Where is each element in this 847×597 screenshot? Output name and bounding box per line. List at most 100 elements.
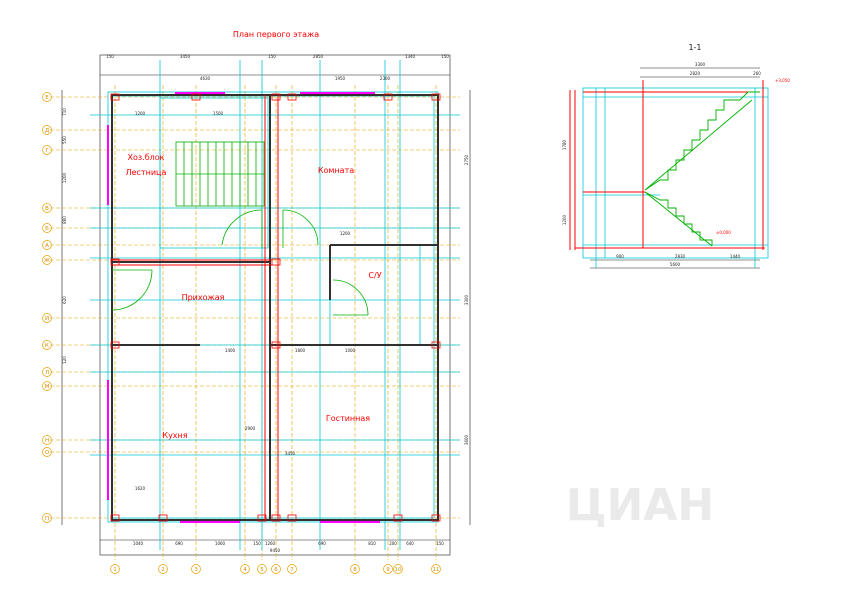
left-dim-3: 1200 — [62, 172, 67, 183]
room-living: Гостинная — [326, 414, 370, 423]
axis-bubble-left-5: Б — [45, 226, 49, 232]
column-12 — [110, 514, 120, 522]
axis-bubble-bottom-1: 1 — [113, 567, 117, 573]
bottom-total-dimension: 9450 — [270, 548, 281, 553]
inner-dim-4: 1800 — [295, 348, 306, 353]
column-8 — [271, 258, 281, 266]
left-dim-1: 710 — [62, 108, 67, 116]
bottom-dim-2: 690 — [175, 541, 183, 546]
section-dim-top-2: 2820 — [690, 71, 701, 76]
section-1-1: 1-1 — [562, 43, 790, 269]
axis-bubble-bottom-2: 2 — [161, 567, 165, 573]
column-3 — [271, 93, 281, 101]
axis-bubble-bottom-5: 5 — [260, 567, 264, 573]
bottom-dim-4: 150 — [253, 541, 261, 546]
axis-bubble-bottom-7: 7 — [290, 567, 294, 573]
section-level-bottom: ±0,000 — [716, 230, 731, 235]
red-structure — [112, 95, 279, 520]
section-bottom-dim-1: 900 — [616, 254, 624, 259]
column-9 — [110, 341, 120, 349]
column-4 — [287, 93, 297, 101]
inner-dim-8: 3450 — [285, 451, 296, 456]
watermark-text: ЦИАН — [566, 480, 715, 531]
axis-bubble-bottom-8: 8 — [353, 567, 357, 573]
top-dim-1: 150 — [106, 54, 114, 59]
axis-bubble-left-14: П — [45, 516, 49, 522]
inner-dim-7: 2900 — [245, 426, 256, 431]
axis-bubble-left-13: О — [45, 450, 50, 456]
bottom-dim-10: 150 — [436, 541, 444, 546]
section-bottom-total: 5600 — [670, 262, 681, 267]
top-dim-3: 150 — [268, 54, 276, 59]
section-cyan — [582, 87, 769, 268]
top-dim-2: 3450 — [180, 54, 191, 59]
axis-bubble-left-8: И — [45, 316, 49, 322]
bottom-dim-9: 640 — [406, 541, 414, 546]
bottom-dim-7: 810 — [368, 541, 376, 546]
axis-bubble-left-10: Л — [45, 370, 49, 376]
inner-dim-9: 1620 — [135, 486, 146, 491]
axis-bubble-left-11: М — [45, 384, 50, 390]
section-left-dim-2: 1200 — [562, 214, 567, 225]
bottom-dim-8: 200 — [389, 541, 397, 546]
section-bottom-dim-3: 1440 — [730, 254, 741, 259]
axis-bubble-left-1: Е — [45, 95, 49, 101]
axis-bubble-left-6: А — [45, 243, 49, 249]
right-dim-2: 3300 — [464, 294, 469, 305]
section-bottom-dim-2: 2830 — [675, 254, 686, 259]
columns — [110, 93, 441, 522]
floor-plan: План первого этажа — [42, 30, 471, 574]
axis-bubble-left-7: Ж — [44, 258, 50, 264]
room-stairs: Лестница — [126, 168, 167, 177]
axis-bubble-left-2: Д — [45, 128, 50, 134]
section-dim-top-1: 3300 — [695, 62, 706, 67]
bottom-dim-5: 1260 — [265, 541, 276, 546]
axis-bubble-left-12: Н — [45, 438, 49, 444]
left-dimensions: 710 550 1200 860 620 120 — [62, 108, 67, 364]
axis-bubble-left-9: К — [45, 343, 49, 349]
windows — [107, 92, 380, 523]
column-2 — [191, 93, 201, 101]
room-hall: Прихожая — [182, 293, 225, 302]
column-15 — [271, 514, 281, 522]
room-room: Комната — [318, 166, 354, 175]
section-dim-top-3: 260 — [753, 71, 761, 76]
left-dim-2: 550 — [62, 136, 67, 144]
bottom-dim-1: 1040 — [133, 541, 144, 546]
cyan-lines — [90, 60, 460, 550]
left-dim-5: 620 — [62, 296, 67, 304]
stairs-doors — [111, 141, 369, 316]
section-level-top: +3,050 — [775, 78, 790, 83]
column-1 — [110, 93, 120, 101]
room-kitchen: Кухня — [162, 431, 187, 440]
top-dim-secondary-1: 4630 — [200, 76, 211, 81]
bottom-dim-6: 690 — [318, 541, 326, 546]
top-dim-secondary-3: 2300 — [380, 76, 391, 81]
section-title: 1-1 — [688, 43, 701, 52]
column-17 — [393, 514, 403, 522]
inner-dim-1: 1200 — [135, 111, 146, 116]
axis-bubble-bottom-11: 11 — [433, 567, 440, 573]
inner-dim-2: 1500 — [213, 111, 224, 116]
column-5 — [383, 93, 393, 101]
room-storage: Хоз.блок — [128, 153, 165, 162]
inner-dim-5: 1000 — [345, 348, 356, 353]
axis-bubble-bottom-4: 4 — [243, 567, 247, 573]
room-bath: С/У — [368, 271, 381, 280]
column-6 — [431, 93, 441, 101]
left-dim-4: 860 — [62, 216, 67, 224]
top-dim-6: 150 — [441, 54, 449, 59]
column-11 — [431, 341, 441, 349]
dimension-frame — [61, 54, 471, 556]
left-dim-6: 120 — [62, 356, 67, 364]
section-red — [569, 80, 765, 250]
column-14 — [257, 514, 267, 522]
section-stair — [644, 91, 760, 247]
